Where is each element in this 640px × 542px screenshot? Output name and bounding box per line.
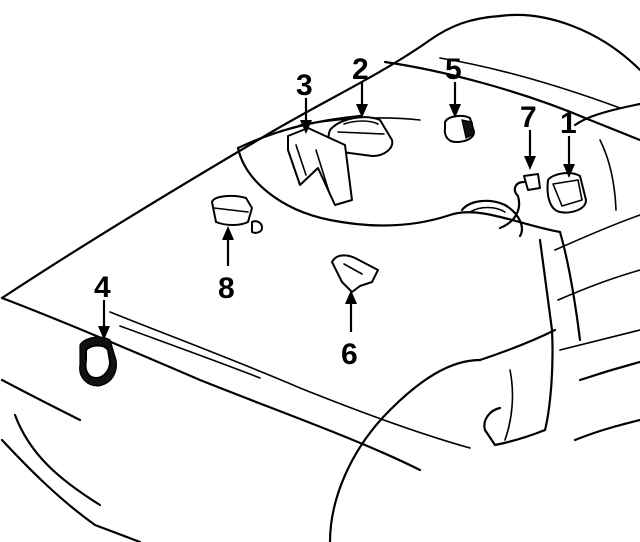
callout-8: 8 xyxy=(218,272,235,305)
leader-8 xyxy=(222,226,234,266)
callout-5: 5 xyxy=(445,53,462,86)
leader-4 xyxy=(98,300,110,340)
leader-7 xyxy=(524,130,536,170)
callout-6: 6 xyxy=(341,338,358,371)
part-4-sensor xyxy=(79,336,117,387)
part-3-bracket xyxy=(287,127,353,206)
callout-1: 1 xyxy=(560,107,577,140)
part-7-sensor xyxy=(498,173,541,230)
leader-5 xyxy=(449,82,461,118)
car-body xyxy=(0,13,640,542)
part-1-mirror xyxy=(546,172,587,214)
part-6-bracket xyxy=(331,254,379,293)
leader-6 xyxy=(345,290,357,332)
callout-3: 3 xyxy=(296,69,313,102)
leader-3 xyxy=(300,98,312,134)
part-8-module xyxy=(211,194,263,234)
part-5-unit xyxy=(443,114,475,143)
callout-2: 2 xyxy=(352,53,369,86)
leader-2 xyxy=(356,82,368,118)
callout-7: 7 xyxy=(520,101,537,134)
callout-4: 4 xyxy=(94,271,111,304)
leader-1 xyxy=(563,136,575,178)
